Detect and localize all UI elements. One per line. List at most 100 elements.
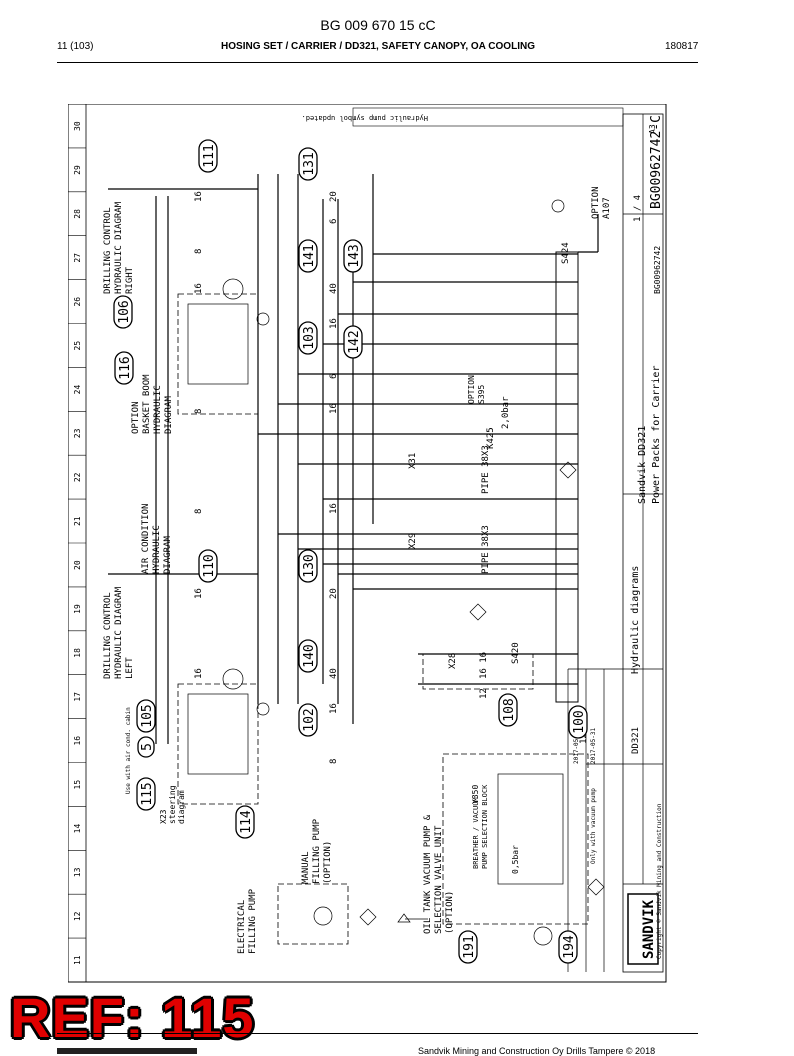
svg-text:103: 103 xyxy=(302,326,317,349)
svg-text:100: 100 xyxy=(572,710,587,733)
grid-number: 17 xyxy=(73,692,82,702)
air-condition-label: AIR CONDITIONHYDRAULICDIAGRAM xyxy=(141,504,173,574)
callout-131: 131 xyxy=(298,147,318,181)
svg-text:108: 108 xyxy=(502,698,517,721)
drilling-control-left-label: DRILLING CONTROLHYDRAULIC DIAGRAMLEFT xyxy=(103,586,135,679)
hose-size: 20 xyxy=(329,191,339,202)
callout-115: 115 xyxy=(136,777,156,811)
svg-text:114: 114 xyxy=(239,810,254,834)
hose-size: 8 xyxy=(329,759,339,764)
revision-text: Hydraulic pump symbol updated. xyxy=(302,114,428,122)
title-block-update: BG00962742 xyxy=(653,246,662,294)
hose-size: 40 xyxy=(329,283,339,294)
option-s395-label: OPTIONS395 xyxy=(467,375,486,404)
callout-100: 100 xyxy=(568,705,588,739)
hose-size: 8 xyxy=(194,409,204,414)
hose-size: 16 xyxy=(329,318,339,329)
header-divider xyxy=(57,62,698,63)
grid-number: 11 xyxy=(73,955,82,965)
callout-140: 140 xyxy=(298,639,318,673)
drawing-frame xyxy=(68,104,667,983)
hose-size: 40 xyxy=(329,668,339,679)
grid-number: 14 xyxy=(73,824,82,834)
checked-date: 2017-05-31 xyxy=(590,727,597,764)
grid-number: 13 xyxy=(73,867,82,877)
title-block: Sandvik DD321 Power Packs for Carrier Hy… xyxy=(302,107,664,973)
grid-number: 29 xyxy=(73,165,82,175)
grid-number: 18 xyxy=(73,648,82,658)
callout-116: 116 xyxy=(114,351,134,385)
hose-size: 20 xyxy=(329,588,339,599)
air-condition-note: Use with air cond. cabin xyxy=(125,707,132,794)
title-block-sheet: 1 / 4 xyxy=(633,195,643,222)
svg-text:140: 140 xyxy=(302,644,317,667)
copyright: Copyright © Sandvik Mining and Construct… xyxy=(656,803,663,959)
x31-label: X31 xyxy=(408,453,418,469)
bar-05-label: 0,5bar xyxy=(511,845,520,874)
x28-label: X28 xyxy=(448,653,458,669)
callout-102: 102 xyxy=(298,703,318,737)
svg-text:143: 143 xyxy=(347,244,362,267)
grid-number: 16 xyxy=(73,736,82,746)
grid-number: 12 xyxy=(73,911,82,921)
footer-divider xyxy=(57,1033,698,1034)
hose-size: 12 xyxy=(579,733,589,744)
svg-text:5: 5 xyxy=(140,743,155,751)
basket-boom-label: OPTIONBASKET BOOMHYDRAULICDIAGRAM xyxy=(131,374,174,434)
grid-number: 26 xyxy=(73,297,82,307)
option-a107-label: OPTIONA107 xyxy=(591,186,612,219)
grid-number: 25 xyxy=(73,341,82,351)
hose-size: 16 xyxy=(194,668,204,679)
grid-number: 20 xyxy=(73,560,82,570)
hose-size: 12 xyxy=(479,688,489,699)
callout-114: 114 xyxy=(235,805,255,839)
callout-108: 108 xyxy=(498,693,518,727)
grid-number: 30 xyxy=(73,121,82,131)
pipe-label-2: PIPE 38X3 xyxy=(481,525,491,574)
svg-text:110: 110 xyxy=(202,554,217,577)
grid-number: 22 xyxy=(73,472,82,482)
grid-number: 19 xyxy=(73,604,82,614)
diagram-labels: DRILLING CONTROLHYDRAULIC DIAGRAMRIGHT D… xyxy=(103,186,612,954)
page-title: HOSING SET / CARRIER / DD321, SAFETY CAN… xyxy=(221,41,535,52)
ref-label: REF: 115 xyxy=(10,986,255,1049)
callout-130: 130 xyxy=(298,549,318,583)
callout-106: 106 xyxy=(113,295,133,329)
hose-size: 16 xyxy=(329,703,339,714)
bar-2-label: 2,0bar xyxy=(501,396,511,429)
electrical-filling-pump-label: ELECTRICALFILLING PUMP xyxy=(237,888,258,954)
callout-5: 5 xyxy=(137,736,155,758)
grid-number: 21 xyxy=(73,516,82,526)
callout-191: 191 xyxy=(458,930,478,964)
callout-105: 105 xyxy=(136,699,156,733)
svg-text:194: 194 xyxy=(562,935,577,959)
oil-tank-unit-label: OIL TANK VACUUM PUMP &SELECTION VALVE UN… xyxy=(423,814,455,934)
title-block-product: DD321 xyxy=(631,727,641,754)
hose-size: 8 xyxy=(194,249,204,254)
drilling-control-right-label: DRILLING CONTROLHYDRAULIC DIAGRAMRIGHT xyxy=(103,201,135,294)
hydraulic-lines xyxy=(108,174,605,946)
x29-label: X29 xyxy=(408,533,418,549)
svg-text:115: 115 xyxy=(140,782,155,805)
y350-label: Y350 xyxy=(471,785,480,804)
svg-text:141: 141 xyxy=(302,244,317,267)
sandvik-logo: SANDVIK xyxy=(641,899,657,959)
header-date: 180817 xyxy=(665,41,699,52)
callout-142: 142 xyxy=(343,325,363,359)
title-block-company: Sandvik DD321 xyxy=(637,426,648,504)
svg-text:191: 191 xyxy=(462,935,477,958)
footer-text: Sandvik Mining and Construction Oy Drill… xyxy=(418,1046,656,1056)
svg-text:102: 102 xyxy=(302,708,317,731)
svg-text:116: 116 xyxy=(118,356,133,379)
callout-143: 143 xyxy=(343,239,363,273)
grid-number: 28 xyxy=(73,209,82,219)
callout-194: 194 xyxy=(558,930,578,964)
title-block-doc-number: BG00962742-C xyxy=(649,115,664,209)
s424-label: S424 xyxy=(561,242,571,264)
grid-number: 27 xyxy=(73,253,82,263)
grid-number: 23 xyxy=(73,428,82,438)
svg-text:105: 105 xyxy=(140,704,155,727)
